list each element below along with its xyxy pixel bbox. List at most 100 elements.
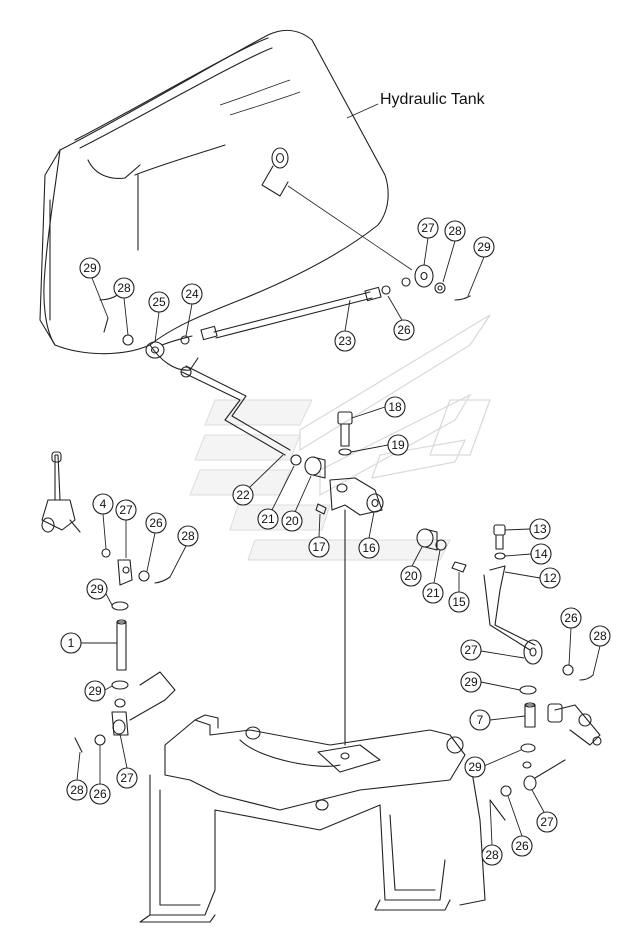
callout-26: 26 — [387, 295, 415, 341]
upper-right-joint — [401, 264, 471, 301]
callout-28: 28 — [113, 277, 135, 336]
callout-27: 27 — [417, 217, 439, 266]
svg-text:26: 26 — [149, 516, 163, 530]
callout-29: 29 — [460, 671, 521, 693]
svg-text:1: 1 — [68, 636, 75, 650]
svg-text:27: 27 — [119, 503, 133, 517]
callout-26: 26 — [507, 795, 533, 857]
base-frame — [139, 714, 486, 923]
callout-29: 29 — [86, 578, 113, 606]
svg-text:19: 19 — [391, 438, 405, 452]
callout-29: 29 — [79, 257, 109, 319]
callout-1: 1 — [60, 632, 117, 654]
svg-text:28: 28 — [181, 529, 195, 543]
callout-22: 22 — [232, 454, 284, 506]
callout-14: 14 — [504, 543, 552, 565]
svg-text:29: 29 — [83, 261, 97, 275]
svg-text:20: 20 — [285, 514, 299, 528]
svg-text:29: 29 — [464, 675, 478, 689]
right-bellcrank — [483, 565, 594, 681]
tank-label-leader — [346, 103, 379, 119]
callout-28: 28 — [481, 799, 503, 866]
svg-text:28: 28 — [593, 629, 607, 643]
callout-18: 18 — [351, 396, 406, 419]
svg-text:17: 17 — [312, 540, 326, 554]
svg-text:22: 22 — [236, 488, 250, 502]
svg-text:27: 27 — [464, 643, 478, 657]
svg-text:18: 18 — [388, 400, 402, 414]
svg-text:23: 23 — [338, 334, 352, 348]
callout-20: 20 — [281, 475, 312, 532]
callout-24: 24 — [181, 283, 203, 337]
svg-text:28: 28 — [448, 224, 462, 238]
callout-23: 23 — [334, 299, 356, 352]
callout-28: 28 — [66, 751, 88, 801]
svg-text:20: 20 — [404, 569, 418, 583]
callout-27: 27 — [460, 639, 525, 661]
svg-text:29: 29 — [468, 760, 482, 774]
callout-26: 26 — [89, 745, 111, 805]
upper-left-joint — [103, 317, 193, 359]
callout-17: 17 — [308, 513, 330, 558]
callout-21: 21 — [257, 465, 295, 530]
right-rod-area — [489, 685, 602, 821]
svg-text:27: 27 — [120, 771, 134, 785]
callout-26: 26 — [145, 512, 167, 572]
svg-text:26: 26 — [564, 611, 578, 625]
callout-16: 16 — [358, 511, 380, 559]
tank-lever-link-line — [287, 185, 413, 271]
svg-text:26: 26 — [93, 787, 107, 801]
callout-28: 28 — [169, 525, 199, 578]
hydraulic-tank-label: Hydraulic Tank — [380, 91, 486, 108]
callout-13: 13 — [504, 518, 551, 540]
svg-text:29: 29 — [477, 240, 491, 254]
callout-26: 26 — [560, 607, 582, 666]
left-control-stick — [41, 451, 81, 533]
lower-right-bushing — [416, 528, 467, 573]
svg-text:26: 26 — [515, 839, 529, 853]
callouts: 27 28 29 29 28 25 24 23 26 18 19 22 21 2… — [60, 217, 611, 866]
callout-27: 27 — [116, 733, 138, 789]
callout-19: 19 — [350, 434, 409, 456]
left-upper-small-parts — [101, 548, 171, 611]
hydraulic-tank — [39, 29, 389, 371]
svg-text:27: 27 — [421, 221, 435, 235]
svg-text:25: 25 — [152, 295, 166, 309]
callout-29: 29 — [467, 236, 495, 297]
crank-lever — [180, 365, 291, 456]
tank-lever — [261, 147, 289, 197]
svg-text:14: 14 — [534, 547, 548, 561]
callout-12: 12 — [504, 567, 561, 589]
svg-text:7: 7 — [477, 713, 484, 727]
watermark — [189, 314, 491, 561]
svg-text:27: 27 — [540, 815, 554, 829]
upper-bushing — [290, 454, 326, 479]
callout-28: 28 — [589, 625, 611, 676]
callout-29: 29 — [84, 680, 113, 702]
svg-text:12: 12 — [543, 571, 557, 585]
callout-20: 20 — [400, 546, 423, 587]
svg-text:4: 4 — [100, 497, 107, 511]
center-bolt — [337, 411, 353, 456]
left-lower-parts — [74, 671, 176, 753]
callout-28: 28 — [442, 220, 466, 283]
callout-4: 4 — [92, 493, 114, 550]
rod-1 — [116, 619, 127, 671]
svg-text:24: 24 — [185, 287, 199, 301]
callout-21: 21 — [422, 549, 444, 604]
svg-text:21: 21 — [261, 512, 275, 526]
right-bolt — [493, 524, 506, 560]
svg-text:21: 21 — [426, 586, 440, 600]
callout-7: 7 — [469, 709, 526, 731]
svg-text:28: 28 — [117, 281, 131, 295]
svg-text:15: 15 — [452, 595, 466, 609]
svg-text:16: 16 — [362, 541, 376, 555]
callout-15: 15 — [448, 572, 470, 613]
callout-27: 27 — [115, 499, 137, 558]
svg-text:28: 28 — [485, 848, 499, 862]
svg-text:29: 29 — [90, 582, 104, 596]
center-bracket — [315, 477, 384, 516]
svg-text:26: 26 — [397, 323, 411, 337]
callout-27: 27 — [531, 789, 558, 833]
